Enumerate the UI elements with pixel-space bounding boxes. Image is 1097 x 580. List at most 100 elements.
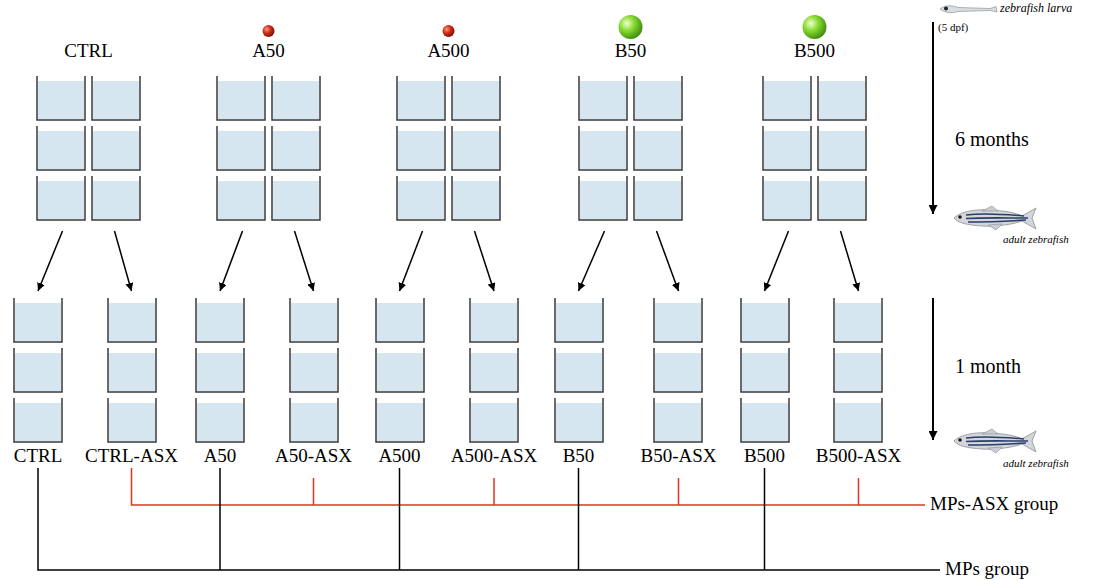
tank bbox=[272, 176, 320, 220]
transfer-arrow bbox=[841, 231, 859, 291]
tank-set bbox=[216, 75, 321, 221]
green-bead bbox=[803, 15, 827, 39]
tank bbox=[634, 126, 682, 170]
tank-set bbox=[740, 297, 790, 443]
tank-set bbox=[833, 297, 883, 443]
tank bbox=[108, 348, 156, 392]
group-label: B500 bbox=[744, 447, 785, 465]
tank bbox=[37, 76, 85, 120]
adult-zebrafish bbox=[954, 429, 1036, 453]
tank-group: A500 bbox=[375, 297, 425, 465]
group-label: B50-ASX bbox=[640, 447, 716, 465]
tank-group: A50 bbox=[216, 42, 321, 221]
tank bbox=[92, 176, 140, 220]
tank-group: B50 bbox=[578, 42, 683, 221]
transfer-arrow bbox=[657, 231, 679, 291]
tank bbox=[834, 348, 882, 392]
tank-set bbox=[653, 297, 703, 443]
transfer-arrow bbox=[765, 231, 789, 291]
tank bbox=[654, 298, 702, 342]
tank bbox=[579, 126, 627, 170]
group-label: A50 bbox=[204, 447, 237, 465]
tank-group: CTRL bbox=[36, 42, 141, 221]
annotation: MPs group bbox=[945, 559, 1029, 580]
tank bbox=[741, 398, 789, 442]
tank bbox=[92, 76, 140, 120]
tank-group: B500 bbox=[740, 297, 790, 465]
group-label: CTRL-ASX bbox=[85, 447, 178, 465]
red-bead bbox=[263, 25, 275, 37]
tank bbox=[741, 298, 789, 342]
tank bbox=[196, 298, 244, 342]
annotation: (5 dpf) bbox=[938, 21, 968, 33]
transfer-arrow bbox=[579, 231, 605, 291]
tank bbox=[763, 126, 811, 170]
tank bbox=[272, 76, 320, 120]
tank bbox=[452, 176, 500, 220]
tank bbox=[470, 398, 518, 442]
group-label: B50 bbox=[615, 42, 647, 60]
tank-group: B50 bbox=[554, 297, 604, 465]
tank bbox=[654, 348, 702, 392]
tank-set bbox=[13, 297, 63, 443]
tank-group: CTRL bbox=[13, 297, 63, 465]
tank bbox=[397, 126, 445, 170]
tank bbox=[37, 176, 85, 220]
tank-set bbox=[762, 75, 867, 221]
tank bbox=[741, 348, 789, 392]
tank-group: A500 bbox=[396, 42, 501, 221]
transfer-arrow bbox=[38, 231, 63, 291]
tank bbox=[92, 126, 140, 170]
tank bbox=[555, 298, 603, 342]
species-label: zebrafish larva bbox=[1000, 2, 1072, 15]
tank bbox=[376, 398, 424, 442]
zebrafish-larva bbox=[940, 6, 997, 13]
tank bbox=[763, 176, 811, 220]
tank bbox=[37, 126, 85, 170]
red-bead bbox=[443, 25, 455, 37]
time-arrow bbox=[932, 22, 934, 214]
group-label: B500-ASX bbox=[816, 447, 902, 465]
tank-set bbox=[36, 75, 141, 221]
annotation: 6 months bbox=[955, 128, 1029, 150]
transfer-arrow bbox=[400, 231, 423, 291]
tank bbox=[834, 298, 882, 342]
tank bbox=[290, 298, 338, 342]
tank bbox=[452, 76, 500, 120]
tank bbox=[654, 398, 702, 442]
time-arrow bbox=[932, 298, 934, 440]
tank-set bbox=[107, 297, 157, 443]
tank bbox=[14, 298, 62, 342]
tank bbox=[834, 398, 882, 442]
tank-group: B500-ASX bbox=[816, 297, 902, 465]
tank bbox=[555, 398, 603, 442]
tank bbox=[397, 176, 445, 220]
annotation: MPs-ASX group bbox=[930, 494, 1058, 515]
group-label: A50-ASX bbox=[275, 447, 352, 465]
tank bbox=[290, 398, 338, 442]
tank bbox=[555, 348, 603, 392]
species-label: adult zebrafish bbox=[1003, 233, 1069, 245]
tank bbox=[634, 176, 682, 220]
tank-group: A500-ASX bbox=[451, 297, 538, 465]
group-label: B50 bbox=[563, 447, 595, 465]
tank bbox=[290, 348, 338, 392]
tank-set bbox=[554, 297, 604, 443]
tank bbox=[763, 76, 811, 120]
tank bbox=[397, 76, 445, 120]
transfer-arrow bbox=[295, 231, 314, 291]
tank bbox=[579, 176, 627, 220]
tank-set bbox=[195, 297, 245, 443]
tank bbox=[579, 76, 627, 120]
species-label: adult zebrafish bbox=[1003, 457, 1069, 469]
tank-set bbox=[396, 75, 501, 221]
tank-set bbox=[469, 297, 519, 443]
tank bbox=[272, 126, 320, 170]
tank bbox=[470, 298, 518, 342]
tank bbox=[818, 126, 866, 170]
tank bbox=[196, 398, 244, 442]
group-label: A500-ASX bbox=[451, 447, 538, 465]
tank-set bbox=[289, 297, 339, 443]
